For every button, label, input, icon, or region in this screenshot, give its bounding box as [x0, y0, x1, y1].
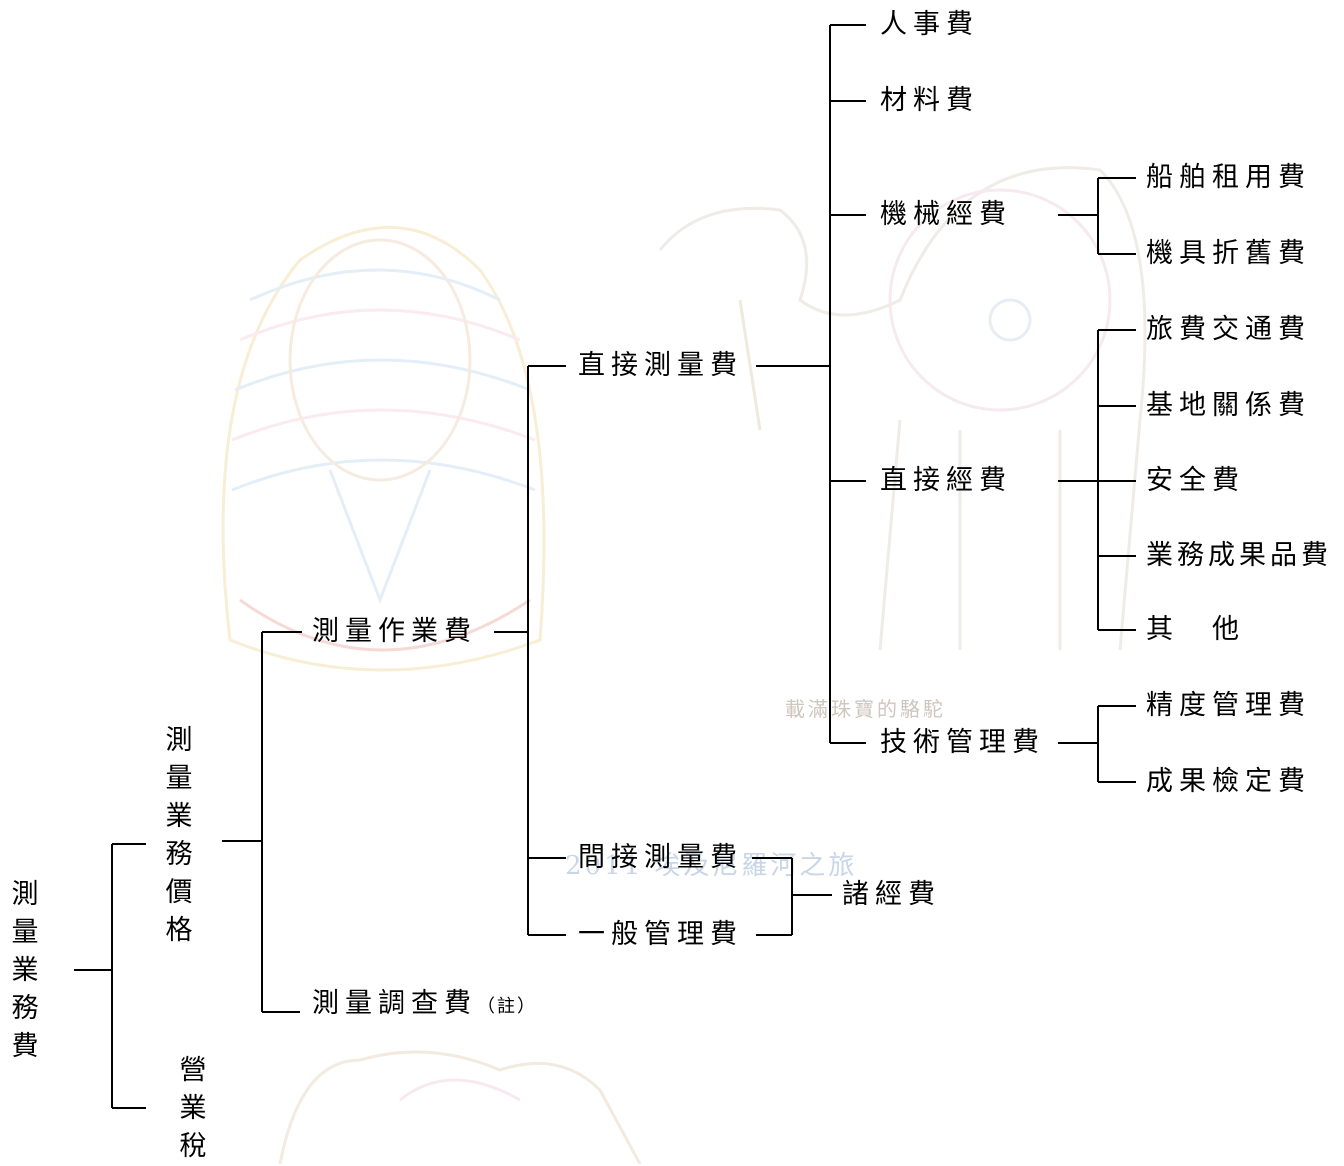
node-travel-transport-fee: 旅費交通費 [1146, 314, 1311, 345]
pharaoh-mask-illustration [221, 225, 546, 672]
node-indirect-survey-fee: 間接測量費 [578, 842, 743, 873]
connector-misc [752, 857, 832, 936]
camel-illustration [658, 166, 1147, 651]
node-direct-expense: 直接經費 [880, 465, 1012, 496]
node-survey-business-fee: 測 量 業 務 費 [11, 879, 39, 1062]
node-result-inspection-fee: 成果檢定費 [1146, 766, 1311, 797]
node-direct-survey-fee: 直接測量費 [578, 350, 743, 381]
node-precision-management-fee: 精度管理費 [1146, 690, 1311, 721]
node-ship-rental-fee: 船舶租用費 [1146, 162, 1311, 193]
node-technical-management-fee: 技術管理費 [880, 727, 1045, 758]
trip-caption-watermark: 2011 埃及尼羅河之旅 [565, 851, 858, 881]
node-others: 其 他 [1146, 614, 1245, 645]
node-personnel-fee: 人事費 [880, 9, 979, 40]
node-equipment-depreciation-fee: 機具折舊費 [1146, 238, 1311, 269]
node-machinery-expense: 機械經費 [880, 199, 1012, 230]
node-survey-price: 測 量 業 務 價 格 [165, 725, 193, 946]
node-survey-investigation-fee: 測量調查費（註） [312, 987, 537, 1024]
node-survey-operation-fee: 測量作業費 [312, 616, 477, 647]
investigation-note: （註） [477, 996, 537, 1017]
node-business-tax: 營 業 稅 [179, 1055, 207, 1162]
connector-direct-expense [1058, 329, 1136, 631]
node-base-relation-fee: 基地關係費 [1146, 390, 1311, 421]
connector-operation [494, 365, 566, 936]
survey-investigation-label: 測量調查費 [312, 988, 477, 1019]
camel-caption-watermark: 載滿珠寶的駱駝 [785, 697, 946, 721]
camel-bottom-illustration [278, 1050, 642, 1164]
node-general-management-fee: 一般管理費 [578, 919, 743, 950]
node-deliverable-fee: 業務成果品費 [1146, 540, 1332, 571]
node-safety-fee: 安全費 [1146, 465, 1245, 496]
connector-direct-survey [756, 24, 866, 744]
connector-technical [1058, 705, 1136, 783]
node-misc-expenses: 諸經費 [842, 879, 941, 910]
node-material-fee: 材料費 [880, 85, 979, 116]
connector-price [222, 631, 302, 1013]
connector-root [74, 843, 146, 1109]
connector-machinery [1058, 177, 1136, 255]
